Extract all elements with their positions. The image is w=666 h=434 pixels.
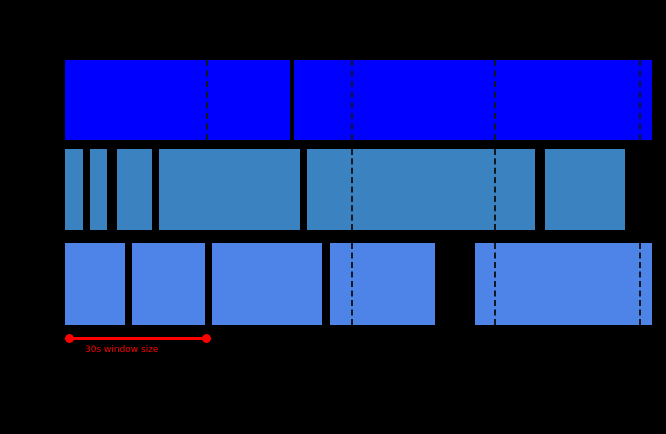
window-size-annotation-line [69,337,206,340]
activity-segment[interactable] [545,149,625,230]
activity-segment[interactable] [90,149,107,230]
window-size-annotation-start-marker [65,334,74,343]
activity-segment[interactable] [132,243,205,325]
activity-segment[interactable] [294,60,652,140]
activity-segment[interactable] [330,243,435,325]
window-size-annotation-label: 30s window size [85,345,159,355]
activity-segment[interactable] [65,243,125,325]
activity-segment[interactable] [65,60,290,140]
activity-segment[interactable] [212,243,322,325]
activity-segment[interactable] [159,149,300,230]
activity-segment[interactable] [117,149,152,230]
activity-segment[interactable] [307,149,535,230]
activity-segment[interactable] [65,149,83,230]
window-size-annotation-end-marker [202,334,211,343]
activity-segment[interactable] [475,243,652,325]
